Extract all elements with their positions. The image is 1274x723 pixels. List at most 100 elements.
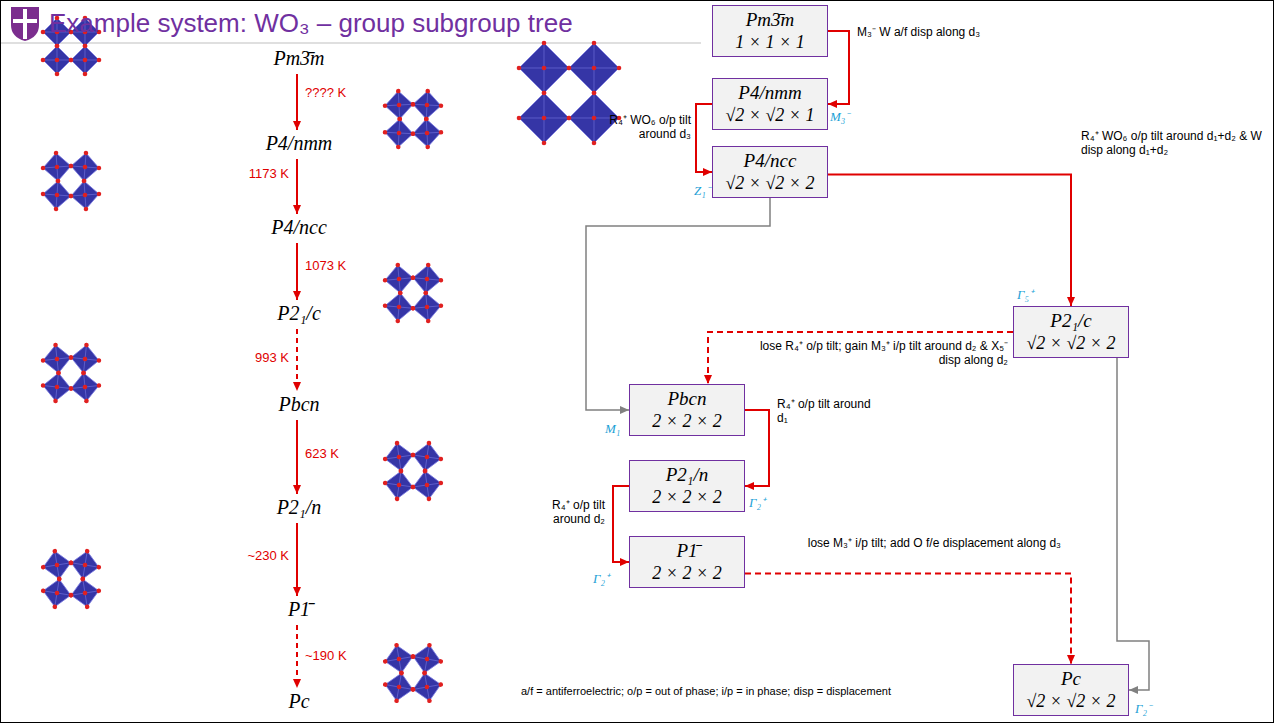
oxygen-atom	[41, 192, 46, 197]
octahedron-edge	[519, 93, 569, 143]
edge-label: lose R₄⁺ o/p tilt; gain M₃⁺ i/p tilt aro…	[746, 339, 1008, 367]
octahedron-edge	[412, 118, 441, 147]
space-group-label: Pbcn	[239, 393, 359, 416]
octahedron	[42, 180, 72, 210]
oxygen-atom	[57, 577, 62, 582]
transition-arrow	[296, 523, 298, 596]
oxygen-atom	[97, 58, 102, 63]
transition-connector	[745, 410, 769, 486]
supercell: 1 × 1 × 1	[721, 31, 819, 53]
oxygen-atom	[41, 565, 46, 570]
oxygen-atom	[52, 549, 57, 554]
space-group: P2₁/c	[1022, 310, 1120, 332]
oxygen-atom	[383, 103, 388, 108]
oxygen-atom	[41, 588, 46, 593]
octahedron	[384, 264, 414, 294]
oxygen-atom	[517, 66, 522, 71]
octahedron-edge	[411, 671, 443, 703]
transition-connector	[828, 31, 849, 104]
oxygen-atom	[41, 358, 46, 363]
octahedron-edge	[41, 577, 73, 609]
oxygen-atom	[69, 58, 74, 63]
oxygen-atom	[542, 91, 547, 96]
transition-arrow	[296, 420, 298, 494]
octahedron	[41, 577, 73, 609]
oxygen-atom	[83, 44, 88, 49]
oxygen-atom	[69, 164, 74, 169]
oxygen-atom	[426, 496, 431, 501]
octahedra	[38, 16, 621, 706]
oxygen-atom	[80, 577, 85, 582]
oxygen-atom	[424, 482, 429, 487]
oxygen-atom	[592, 141, 597, 146]
octahedron-edge	[69, 549, 101, 581]
oxygen-atom	[567, 116, 572, 121]
edge-label: M₃⁻ W a/f disp along d₃	[857, 25, 1107, 39]
space-group: Pm3̄m	[721, 9, 819, 31]
oxygen-atom	[394, 496, 399, 501]
oxygen-atom	[85, 549, 90, 554]
oxygen-atom	[424, 117, 429, 122]
space-group-label: Pm3̄m	[239, 47, 359, 70]
oxygen-atom	[54, 207, 59, 212]
transition-temperature: ~230 K	[237, 548, 289, 563]
oxygen-atom	[411, 654, 416, 659]
octahedron	[69, 577, 101, 609]
oxygen-atom	[383, 278, 388, 283]
oxygen-atom	[397, 277, 402, 282]
oxygen-atom	[56, 371, 61, 376]
oxygen-atom	[41, 30, 46, 35]
oxygen-atom	[82, 179, 87, 184]
transition-arrow	[296, 74, 298, 130]
oxygen-atom	[54, 151, 59, 156]
space-group-box: P2₁/c√2 × √2 × 2	[1013, 306, 1129, 358]
octahedron-edge	[70, 372, 101, 403]
octahedron-edge	[412, 292, 442, 322]
oxygen-atom	[397, 305, 402, 310]
space-group-label: P2₁/n	[239, 496, 359, 519]
oxygen-atom	[396, 89, 401, 94]
oxygen-atom	[438, 480, 443, 485]
oxygen-atom	[423, 291, 428, 296]
space-group-box: P4/ncc√2 × √2 × 2	[712, 146, 828, 198]
oxygen-atom	[439, 103, 444, 108]
oxygen-atom	[396, 656, 401, 661]
oxygen-atom	[83, 193, 88, 198]
sequence-arrows	[297, 74, 298, 688]
oxygen-atom	[617, 66, 622, 71]
oxygen-atom	[41, 166, 46, 171]
oxygen-atom	[592, 66, 597, 71]
oxygen-atom	[53, 343, 58, 348]
octahedron-edge	[42, 152, 72, 182]
space-group-box: Pm3̄m1 × 1 × 1	[712, 5, 828, 57]
oxygen-atom	[542, 41, 547, 46]
footnote: a/f = antiferroelectric; o/p = out of ph…	[521, 685, 891, 697]
oxygen-atom	[55, 44, 60, 49]
irrep-label: Γ₂⁺	[749, 493, 765, 511]
oxygen-atom	[396, 482, 401, 487]
octahedron-edge	[384, 90, 413, 119]
transition-temperature: 1173 K	[237, 166, 289, 181]
oxygen-atom	[411, 102, 416, 107]
oxygen-atom	[69, 355, 74, 360]
oxygen-atom	[567, 116, 572, 121]
oxygen-atom	[383, 130, 388, 135]
octahedron	[43, 46, 71, 74]
octahedron-edge	[41, 549, 73, 581]
oxygen-atom	[383, 682, 388, 687]
space-group: P2₁/n	[638, 464, 736, 486]
oxygen-atom	[411, 131, 416, 136]
supercell: √2 × √2 × 2	[721, 172, 819, 194]
space-group: P4/nmm	[721, 82, 819, 104]
oxygen-atom	[542, 66, 547, 71]
irrep-label: Γ₂⁺	[593, 569, 609, 587]
octahedron	[411, 441, 443, 473]
oxygen-atom	[438, 659, 443, 664]
space-group-label: P1̄	[239, 598, 359, 621]
oxygen-atom	[394, 441, 399, 446]
transition-connector	[708, 332, 1013, 384]
octahedron	[71, 46, 99, 74]
oxygen-atom	[396, 684, 401, 689]
oxygen-atom	[592, 41, 597, 46]
